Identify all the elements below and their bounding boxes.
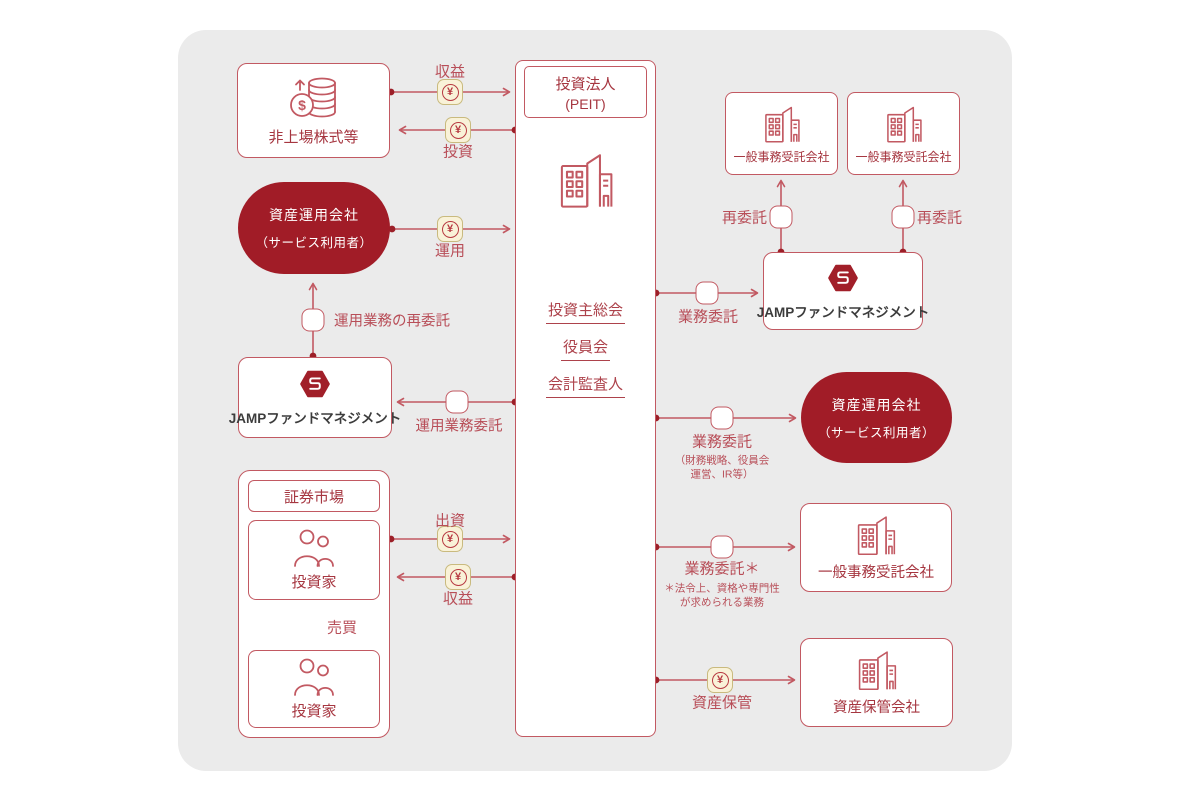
yen-badge-icon: ¥ — [445, 117, 471, 143]
delegation-circle-icon — [301, 308, 325, 332]
edge-label-mgmt-redelegation: 運用業務の再委託 — [334, 313, 450, 330]
edge-label-redelegation-left: 再委託 — [721, 209, 767, 227]
organ-accounting-auditor: 会計監査人 — [545, 373, 625, 398]
jamp-logo-icon — [300, 370, 330, 398]
unlisted-stocks-label: 非上場株式等 — [268, 128, 359, 146]
building-icon — [764, 106, 800, 143]
edge-label-redelegation-right: 再委託 — [917, 209, 963, 227]
node-securities-market-title: 証券市場 — [248, 480, 380, 512]
building-icon — [560, 154, 612, 208]
edge-label-biz-delegation-admin-note1: ＊法令上、資格や専門性 — [664, 582, 780, 595]
edge-label-mgmt-delegation: 運用業務委託 — [415, 418, 503, 435]
asset-manager-right-line1: 資産運用会社 — [831, 396, 922, 413]
jamp-fm-left-label: JAMPファンドマネジメント — [228, 411, 402, 426]
coins-icon: $ — [289, 77, 336, 117]
node-asset-manager-left: 資産運用会社 （サービス利用者） — [238, 182, 390, 274]
edge-label-asset-custody: 資産保管 — [691, 694, 753, 712]
organ-board: 役員会 — [560, 336, 610, 361]
edge-label-trading: 売買 — [327, 619, 358, 637]
investor-upper-label: 投資家 — [291, 573, 337, 591]
yen-badge-icon: ¥ — [437, 79, 463, 105]
admin-trustee-top-right-label: 一般事務受託会社 — [855, 149, 952, 164]
building-icon — [886, 106, 922, 143]
investor-lower-label: 投資家 — [291, 702, 337, 720]
edge-label-capital-in: 出資 — [434, 512, 466, 530]
delegation-circle-icon — [710, 406, 734, 430]
building-icon — [857, 516, 896, 556]
investors-icon — [294, 658, 334, 696]
node-jamp-fm-left: JAMPファンドマネジメント — [229, 357, 401, 438]
yen-badge-icon: ¥ — [707, 667, 733, 693]
edge-label-biz-delegation-amc-sub1: （財務戦略、役員会 — [674, 454, 770, 467]
jamp-fm-right-label: JAMPファンドマネジメント — [756, 304, 930, 320]
investment-corp-title-sub: (PEIT) — [565, 95, 606, 112]
edge-label-revenue-bottom: 収益 — [442, 590, 474, 608]
node-admin-trustee-right: 一般事務受託会社 — [800, 503, 952, 592]
node-unlisted-stocks: $ 非上場株式等 — [237, 63, 390, 158]
node-asset-manager-right: 資産運用会社 （サービス利用者） — [801, 372, 952, 463]
node-investment-corp: 投資法人 (PEIT) 投資主総会 役員会 会計監査人 — [515, 60, 656, 737]
edge-label-biz-delegation-jamp: 業務委託 — [677, 308, 739, 326]
node-jamp-fm-right: JAMPファンドマネジメント — [757, 252, 929, 330]
securities-market-label: 証券市場 — [283, 488, 344, 506]
edge-label-biz-delegation-admin: 業務委託＊ — [684, 560, 760, 578]
investors-icon — [294, 529, 334, 567]
delegation-circle-icon — [769, 205, 793, 229]
edge-label-management: 運用 — [434, 242, 466, 260]
edge-label-biz-delegation-amc-sub2: 運営、IR等） — [690, 468, 754, 481]
admin-trustee-top-left-label: 一般事務受託会社 — [733, 149, 830, 164]
jamp-logo-icon — [828, 264, 858, 291]
asset-manager-left-line1: 資産運用会社 — [269, 207, 359, 223]
node-admin-trustee-top-right: 一般事務受託会社 — [847, 92, 960, 175]
asset-manager-right-line2: （サービス利用者） — [817, 425, 935, 440]
investment-corp-title-box: 投資法人 (PEIT) — [524, 66, 647, 118]
yen-badge-icon: ¥ — [437, 216, 463, 242]
edge-label-biz-delegation-amc: 業務委託 — [691, 433, 753, 451]
node-admin-trustee-top-left: 一般事務受託会社 — [725, 92, 838, 175]
delegation-circle-icon — [445, 390, 469, 414]
yen-badge-icon: ¥ — [437, 526, 463, 552]
edge-label-revenue-top: 収益 — [434, 63, 466, 81]
asset-manager-left-line2: （サービス利用者） — [255, 236, 373, 250]
delegation-circle-icon — [710, 535, 734, 559]
asset-custodian-label: 資産保管会社 — [833, 700, 920, 716]
edge-label-investment: 投資 — [442, 143, 474, 161]
dollar-glyph: $ — [298, 97, 306, 113]
delegation-circle-icon — [891, 205, 915, 229]
node-investor-upper: 投資家 — [248, 520, 380, 600]
delegation-circle-icon — [695, 281, 719, 305]
investment-corp-title: 投資法人 — [555, 75, 616, 93]
edge-label-biz-delegation-admin-note2: が求められる業務 — [680, 596, 764, 609]
organ-shareholders-meeting: 投資主総会 — [545, 299, 625, 324]
node-asset-custodian: 資産保管会社 — [800, 638, 953, 727]
investment-corp-organs: 投資主総会 役員会 会計監査人 — [516, 299, 655, 398]
admin-trustee-right-label: 一般事務受託会社 — [818, 565, 934, 581]
building-icon — [858, 651, 896, 691]
node-investor-lower: 投資家 — [248, 650, 380, 728]
yen-badge-icon: ¥ — [445, 564, 471, 590]
